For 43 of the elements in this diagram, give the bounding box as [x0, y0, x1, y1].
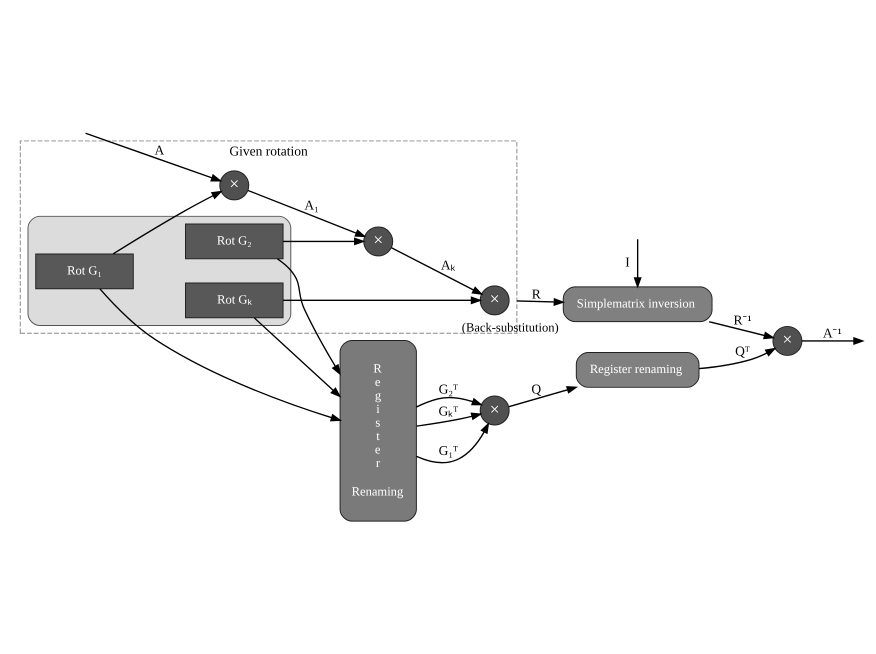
arrow: [248, 190, 366, 238]
arrow: [516, 298, 566, 306]
node-circle: ×: [480, 396, 510, 426]
arrow: [277, 258, 341, 376]
node-box: Register Renaming: [340, 340, 417, 522]
arrow: [391, 247, 484, 296]
edge-label: R: [532, 286, 541, 302]
edge-label: Aₖ: [440, 258, 456, 273]
node-label: (Back-substitution): [462, 320, 559, 335]
edge-label: Q: [531, 381, 542, 396]
edge-label: Gₖᵀ: [438, 404, 458, 419]
arrow: [283, 296, 482, 304]
edge-label: I: [625, 254, 630, 270]
arrow: [112, 190, 223, 254]
node-box: Rot Gₖ: [185, 282, 284, 318]
edge-label: A: [154, 142, 164, 158]
edge-label: A⁻¹: [822, 325, 842, 340]
cluster: [28, 216, 292, 326]
edge-label: R⁻¹: [733, 312, 752, 328]
edge-label: G₁ᵀ: [438, 443, 458, 458]
node-circle: ×: [363, 226, 394, 256]
arrow: [416, 412, 483, 427]
arrow: [802, 336, 865, 345]
node-circle: ×: [219, 170, 250, 200]
arrow: [416, 422, 490, 464]
node-box: Simplematrix inversion: [562, 286, 713, 322]
arrow: [634, 239, 642, 289]
node-box: Register renaming: [576, 352, 700, 388]
node-box: Rot G₁: [35, 254, 134, 290]
node-circle: ×: [480, 285, 510, 316]
edge-label: G₂ᵀ: [438, 381, 458, 396]
arrow: [699, 348, 776, 370]
arrow: [85, 132, 222, 182]
arrow: [508, 386, 578, 408]
edge-label: A₁: [304, 198, 319, 213]
arrow: [283, 237, 366, 246]
edge-label: Qᵀ: [735, 344, 750, 359]
arrow: [254, 317, 342, 398]
arrow: [708, 321, 776, 340]
node-box: Rot G₂: [185, 224, 284, 260]
node-circle: ×: [772, 326, 802, 356]
arrow: [99, 288, 342, 422]
arrow: [416, 396, 484, 408]
